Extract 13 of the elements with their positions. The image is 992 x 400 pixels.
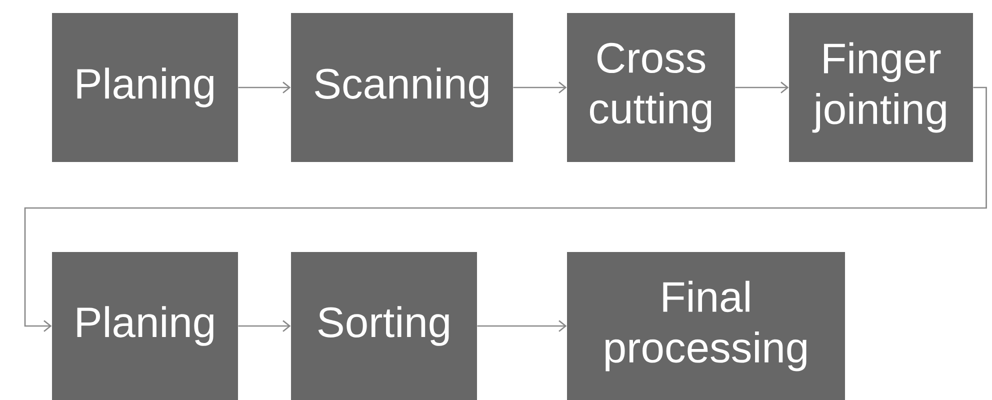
process-box: Planing xyxy=(52,252,238,400)
process-box: Final processing xyxy=(567,252,845,400)
process-box: Scanning xyxy=(291,13,513,162)
process-box: Planing xyxy=(52,13,238,162)
process-box: Sorting xyxy=(291,252,477,400)
process-box: Cross cutting xyxy=(567,13,735,162)
arrow xyxy=(238,82,291,94)
process-box: Finger jointing xyxy=(789,13,973,162)
arrow xyxy=(735,82,789,94)
arrow xyxy=(24,86,987,332)
arrow xyxy=(477,320,567,332)
arrow xyxy=(238,320,291,332)
arrow xyxy=(513,82,567,94)
